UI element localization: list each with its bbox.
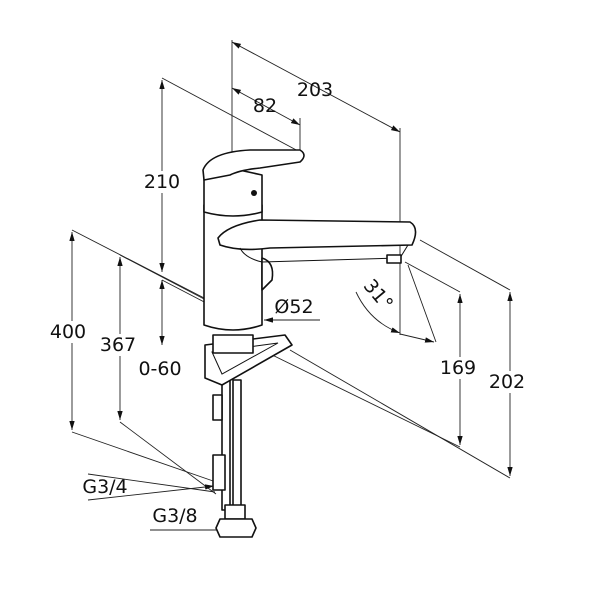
dim-total-length: 400 [49, 321, 87, 343]
dim-counter-thickness: 0-60 [138, 358, 182, 380]
dim-total-reach: 203 [296, 79, 334, 101]
faucet [202, 149, 417, 538]
dimension-lines [69, 40, 513, 533]
dim-hose-length: 367 [99, 334, 137, 356]
thread-small-label: G3/8 [152, 505, 198, 527]
dim-base-diameter: Ø52 [274, 296, 314, 318]
dim-spout-height: 202 [488, 371, 526, 393]
dim-outlet-height: 169 [439, 357, 477, 379]
dim-handle-offset: 82 [252, 95, 278, 117]
thread-large-label: G3/4 [82, 476, 128, 498]
dim-height-above-base: 210 [143, 171, 181, 193]
